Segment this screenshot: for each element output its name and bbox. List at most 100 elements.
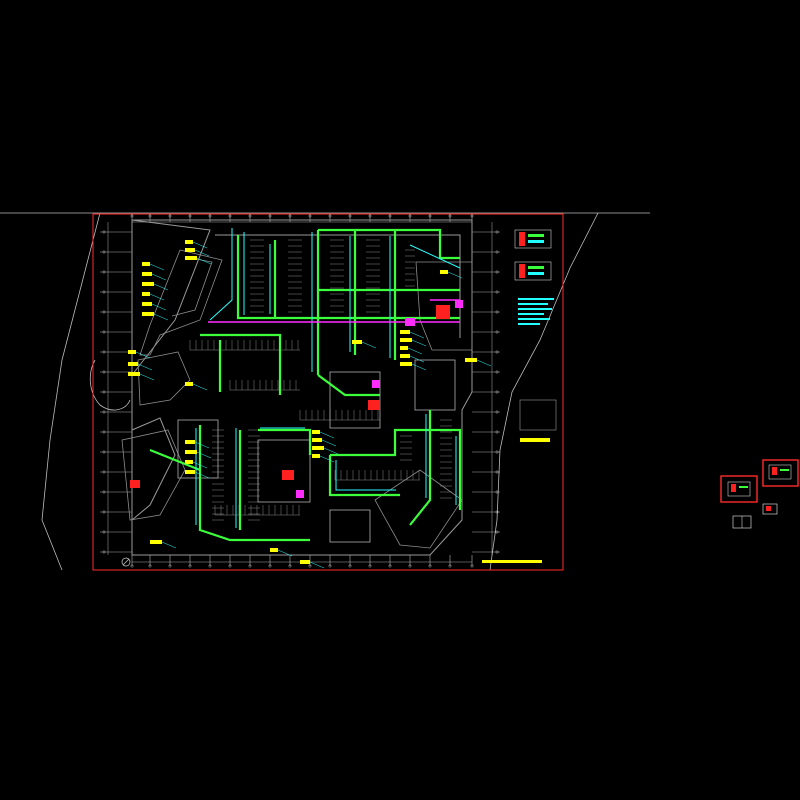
annotation-tag [440,270,448,274]
axis-bubble [102,410,106,414]
equipment-red [436,305,450,319]
axis-bubble [130,564,134,568]
axis-bubble [448,214,452,218]
leader-line [137,363,153,371]
axis-bubble [368,564,372,568]
detail-thumbnails [720,459,799,529]
axis-bubble [268,214,272,218]
leader-line [135,351,151,359]
axis-bubble [495,450,499,454]
detail-box-red [720,475,758,503]
equipment-magenta [372,380,380,388]
axis-bubble [148,214,152,218]
axis-bubble [102,290,106,294]
axis-bubble [348,564,352,568]
axis-bubble [495,350,499,354]
leader-line [319,455,335,463]
axis-bubble [470,214,474,218]
axis-bubble [102,530,106,534]
axis-bubble [248,564,252,568]
axis-bubble [495,290,499,294]
notes-panel [482,229,557,563]
leader-line [196,257,212,265]
core-rooms [177,359,456,543]
axis-bubble [408,564,412,568]
axis-bubble [102,330,106,334]
equipment-magenta [455,300,463,308]
leader-line [476,359,492,367]
axis-bubble [495,250,499,254]
equipment-red [368,400,380,410]
axis-bubble [428,214,432,218]
annotation-tag [150,540,162,544]
axis-bubble [495,330,499,334]
axis-bubble [102,230,106,234]
leader-line [407,347,423,355]
axis-bubble [288,214,292,218]
annotation-tags-yellow [128,240,492,569]
axis-bubble [470,564,474,568]
leader-line [319,431,335,439]
axis-bubble [228,214,232,218]
axis-bubble [388,214,392,218]
axis-bubble [168,564,172,568]
annotation-tag [185,450,197,454]
detail-box-red [762,459,799,487]
annotation-tag [352,340,362,344]
leader-line [151,303,167,311]
axis-bubble [495,430,499,434]
axis-bubble [102,470,106,474]
axis-bubble [308,214,312,218]
annotation-tag [185,240,193,244]
annotation-tag [400,338,412,342]
axis-bubble [495,310,499,314]
axis-bubble [495,490,499,494]
axis-bubble [268,564,272,568]
axis-bubble [102,510,106,514]
ductwork-cyan [195,228,461,528]
annotation-tag [312,446,324,450]
north-arrow-symbol [121,557,131,567]
parking-stall-rows [189,239,452,521]
annotation-tag [185,460,193,464]
axis-bubble [102,430,106,434]
axis-bubble [288,564,292,568]
axis-bubble [208,214,212,218]
annotation-tag [142,292,150,296]
leader-line [192,461,208,469]
annotation-tag [142,302,152,306]
leader-line [161,541,177,549]
axis-bubble [495,230,499,234]
equipment-magenta [405,318,415,326]
axis-bubble [388,564,392,568]
axis-bubble [495,410,499,414]
axis-bubble [102,350,106,354]
axis-bubble [448,564,452,568]
leader-line [361,341,377,349]
leader-line [139,373,155,381]
axis-bubble [328,564,332,568]
axis-bubble [495,550,499,554]
annotation-tag [185,382,193,386]
site-boundary [0,212,650,571]
annotation-tag [185,256,197,260]
axis-bubble [495,390,499,394]
axis-bubble [102,390,106,394]
axis-bubble [228,564,232,568]
annotation-tag [400,346,408,350]
annotation-tag [312,454,320,458]
annotation-tag [400,362,412,366]
axis-bubble [348,214,352,218]
axis-bubble [495,270,499,274]
axis-bubble [495,370,499,374]
equipment-red [282,470,294,480]
axis-bubble [495,510,499,514]
leader-line [309,561,325,569]
annotation-tag [128,372,140,376]
leader-line [323,447,339,455]
axis-bubble [208,564,212,568]
axis-bubble [148,564,152,568]
